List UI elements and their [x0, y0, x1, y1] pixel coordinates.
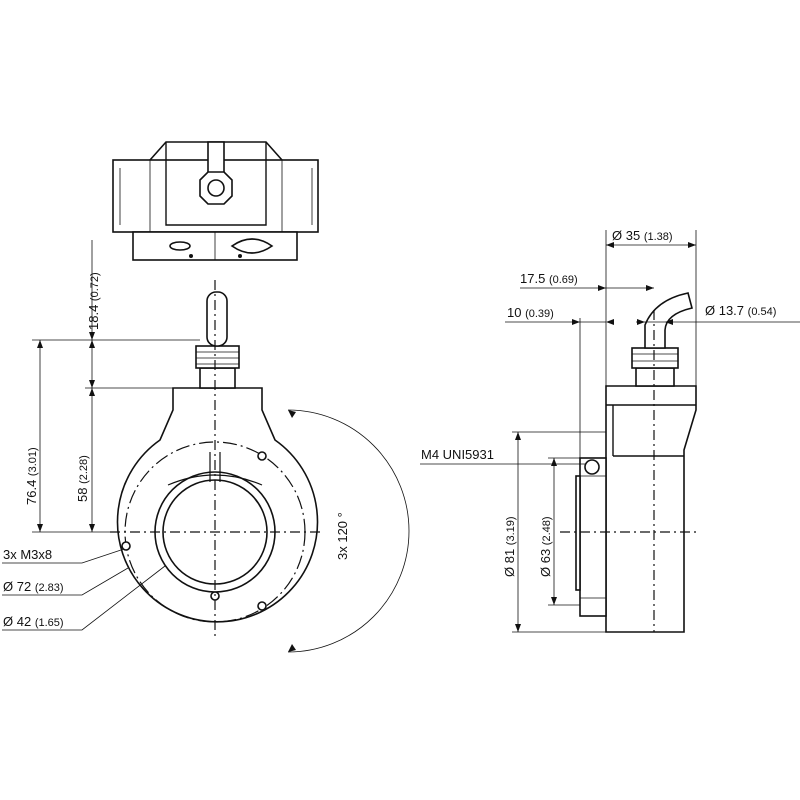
angle-dimension: 3x 120 °: [335, 512, 350, 560]
side-view-gland: [635, 367, 675, 387]
outer-diameter-dimension: Ø 81 (3.19): [502, 516, 517, 577]
center-height-dimension: 58 (2.28): [75, 455, 90, 502]
thread-hole-left: [121, 541, 131, 551]
front-view: [110, 280, 320, 640]
bolt-circle-label: Ø 72 (2.83): [3, 579, 64, 594]
thread-holes-label: 3x M3x8: [3, 547, 52, 562]
cable-height-dimension: 18.4 (0.72): [86, 272, 101, 330]
front-view-cable: [206, 291, 228, 347]
thread-hole-top: [257, 451, 267, 461]
top-view-slot-right: [230, 238, 274, 254]
side-view: [560, 292, 700, 633]
screw-label: M4 UNI5931: [421, 447, 494, 462]
offset-10-dimension: 10 (0.39): [507, 305, 554, 320]
housing-diameter-dimension: Ø 35 (1.38): [612, 228, 673, 243]
top-view-slot-left: [169, 241, 191, 251]
front-view-dimensions: 18.4 (0.72) 76.4 (3.01) 58 (2.28) 3x M3x…: [2, 240, 410, 653]
side-view-cable: [644, 292, 693, 349]
side-view-dimensions: Ø 35 (1.38) 17.5 (0.69) 10 (0.39) Ø 13.7…: [420, 228, 800, 633]
side-view-screw-icon: [584, 459, 600, 475]
thread-hole-bottom: [257, 601, 267, 611]
front-view-housing: [116, 387, 319, 623]
side-view-housing: [605, 385, 697, 633]
cable-gland: [199, 367, 236, 389]
flange-diameter-dimension: Ø 63 (2.48): [538, 516, 553, 577]
total-height-dimension: 76.4 (3.01): [24, 447, 39, 505]
offset-17-dimension: 17.5 (0.69): [520, 271, 578, 286]
bore-label: Ø 42 (1.65): [3, 614, 64, 629]
cable-diameter-dimension: Ø 13.7 (0.54): [705, 303, 776, 318]
top-view: [112, 141, 319, 261]
side-view-flange: [579, 457, 607, 617]
